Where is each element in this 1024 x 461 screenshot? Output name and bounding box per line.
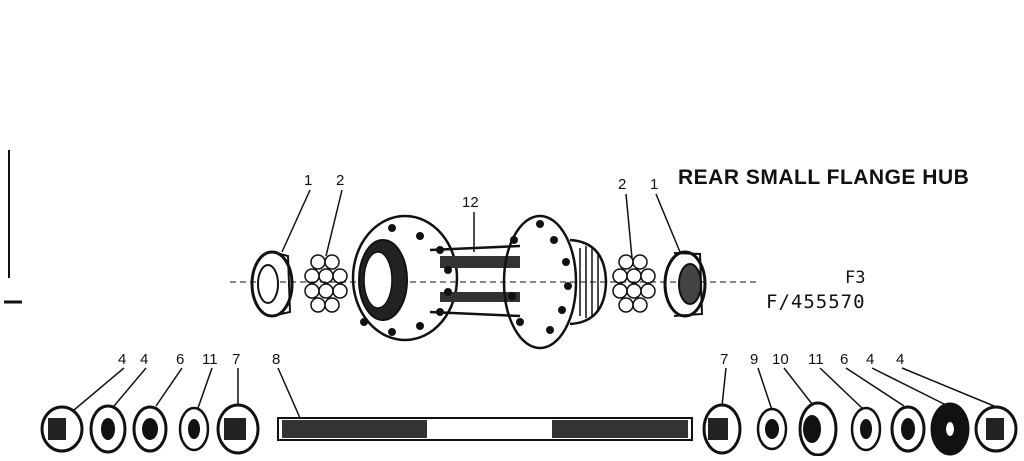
spacer-left	[178, 406, 210, 452]
callout-label: 10	[772, 351, 789, 368]
callout-label: 1	[304, 172, 312, 189]
dust-cap-left	[250, 250, 294, 318]
bearing-balls-left	[304, 254, 348, 313]
callout-label: 8	[272, 351, 280, 368]
callouts-bottom: 4 4 6 11 7 8 7 9 10 11 6 4 4	[118, 351, 904, 368]
callout-label: 6	[176, 351, 184, 368]
callouts-top: 1 2 12 2 1	[304, 172, 658, 211]
callout-label: 2	[618, 176, 626, 193]
callout-label: 9	[750, 351, 758, 368]
cone-left	[132, 405, 168, 453]
nut-left-outer	[40, 405, 84, 453]
locknut-right	[702, 403, 742, 455]
nut-right-outer	[974, 405, 1018, 453]
spacer-right	[850, 406, 882, 452]
callout-label: 4	[866, 351, 874, 368]
callout-label: 4	[140, 351, 148, 368]
callout-label: 1	[650, 176, 658, 193]
nut-small-right	[756, 407, 788, 451]
washer-dark-right	[930, 402, 970, 456]
callout-label: 7	[720, 351, 728, 368]
leader-lines-bottom	[73, 367, 995, 419]
callout-label: 12	[462, 194, 479, 211]
bearing-balls-right	[612, 254, 656, 313]
callout-label: 11	[202, 351, 218, 368]
hub-shell	[351, 214, 608, 350]
washer-right	[890, 405, 926, 453]
axle	[277, 417, 693, 441]
callout-label: 4	[896, 351, 904, 368]
cone-right	[798, 401, 838, 457]
dust-cap-right	[663, 250, 707, 318]
washer-left	[89, 404, 127, 454]
callout-label: 6	[840, 351, 848, 368]
leader-lines-top	[281, 189, 681, 259]
part-code: F3	[845, 268, 866, 288]
callout-label: 11	[808, 351, 824, 368]
callout-label: 7	[232, 351, 240, 368]
diagram-title: REAR SMALL FLANGE HUB	[678, 166, 970, 189]
part-number: F/455570	[766, 291, 866, 313]
callout-label: 2	[336, 172, 344, 189]
callout-label: 4	[118, 351, 126, 368]
locknut-left	[216, 403, 260, 455]
